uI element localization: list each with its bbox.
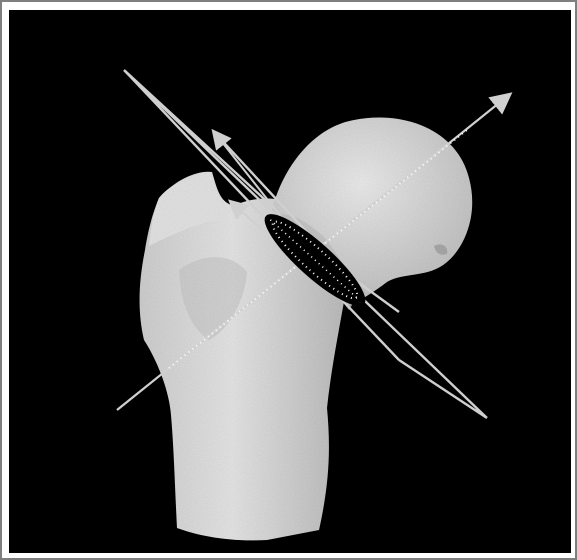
render-viewport <box>9 10 571 553</box>
femur-bone <box>140 117 473 540</box>
femur-render-svg <box>9 10 571 553</box>
